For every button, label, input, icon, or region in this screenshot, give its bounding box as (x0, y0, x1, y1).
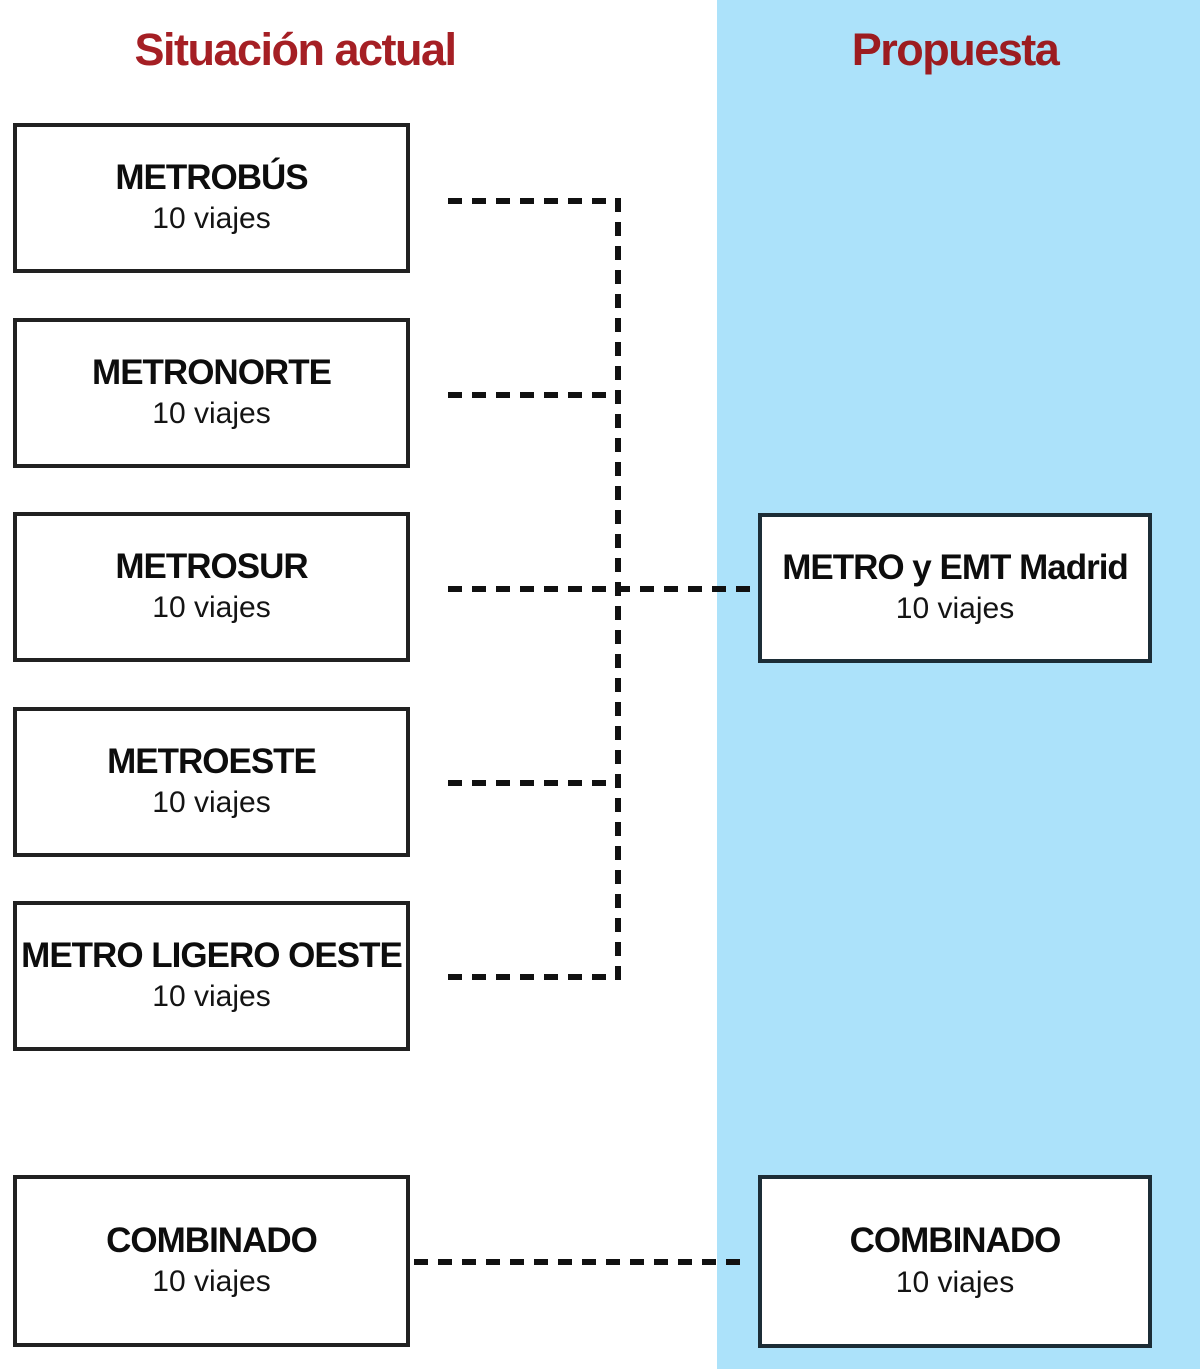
ticket-box-metroeste: METROESTE 10 viajes (13, 707, 410, 857)
proposal-panel-background (717, 0, 1200, 1369)
ticket-box-subtitle: 10 viajes (152, 786, 271, 820)
ticket-box-subtitle: 10 viajes (895, 592, 1015, 626)
current-situation-heading: Situación actual (134, 24, 457, 75)
proposal-heading: Propuesta (851, 24, 1060, 75)
ticket-box-title: METROSUR (115, 546, 308, 586)
ticket-box-subtitle: 10 viajes (152, 980, 271, 1014)
ticket-box-subtitle: 10 viajes (152, 397, 271, 431)
connector-metrobus (448, 198, 620, 204)
ticket-box-combinado-propuesta: COMBINADO 10 viajes (758, 1175, 1152, 1348)
ticket-box-title: METRO LIGERO OESTE (21, 935, 403, 975)
ticket-box-metro-ligero-oeste: METRO LIGERO OESTE 10 viajes (13, 901, 410, 1051)
connector-vertical-trunk (615, 198, 621, 986)
ticket-box-title: METRONORTE (92, 352, 332, 392)
ticket-box-metrobus: METROBÚS 10 viajes (13, 123, 410, 273)
ticket-box-title: METRO y EMT Madrid (782, 547, 1129, 587)
ticket-box-subtitle: 10 viajes (152, 1265, 271, 1299)
ticket-box-metronorte: METRONORTE 10 viajes (13, 318, 410, 468)
connector-combinado (414, 1259, 744, 1265)
connector-metro-ligero-oeste (448, 974, 620, 980)
connector-metrosur-to-proposal (448, 586, 757, 592)
ticket-box-metrosur: METROSUR 10 viajes (13, 512, 410, 662)
ticket-box-subtitle: 10 viajes (895, 1265, 1015, 1299)
ticket-box-title: COMBINADO (106, 1220, 318, 1260)
ticket-box-title: METROBÚS (115, 157, 308, 197)
connector-metroeste (448, 780, 620, 786)
ticket-box-title: METROESTE (107, 741, 317, 781)
ticket-box-metro-emt-madrid: METRO y EMT Madrid 10 viajes (758, 513, 1152, 663)
ticket-box-title: COMBINADO (849, 1221, 1062, 1261)
ticket-box-subtitle: 10 viajes (152, 591, 271, 625)
ticket-box-subtitle: 10 viajes (152, 202, 271, 236)
connector-metronorte (448, 392, 620, 398)
ticket-box-combinado-actual: COMBINADO 10 viajes (13, 1175, 410, 1347)
